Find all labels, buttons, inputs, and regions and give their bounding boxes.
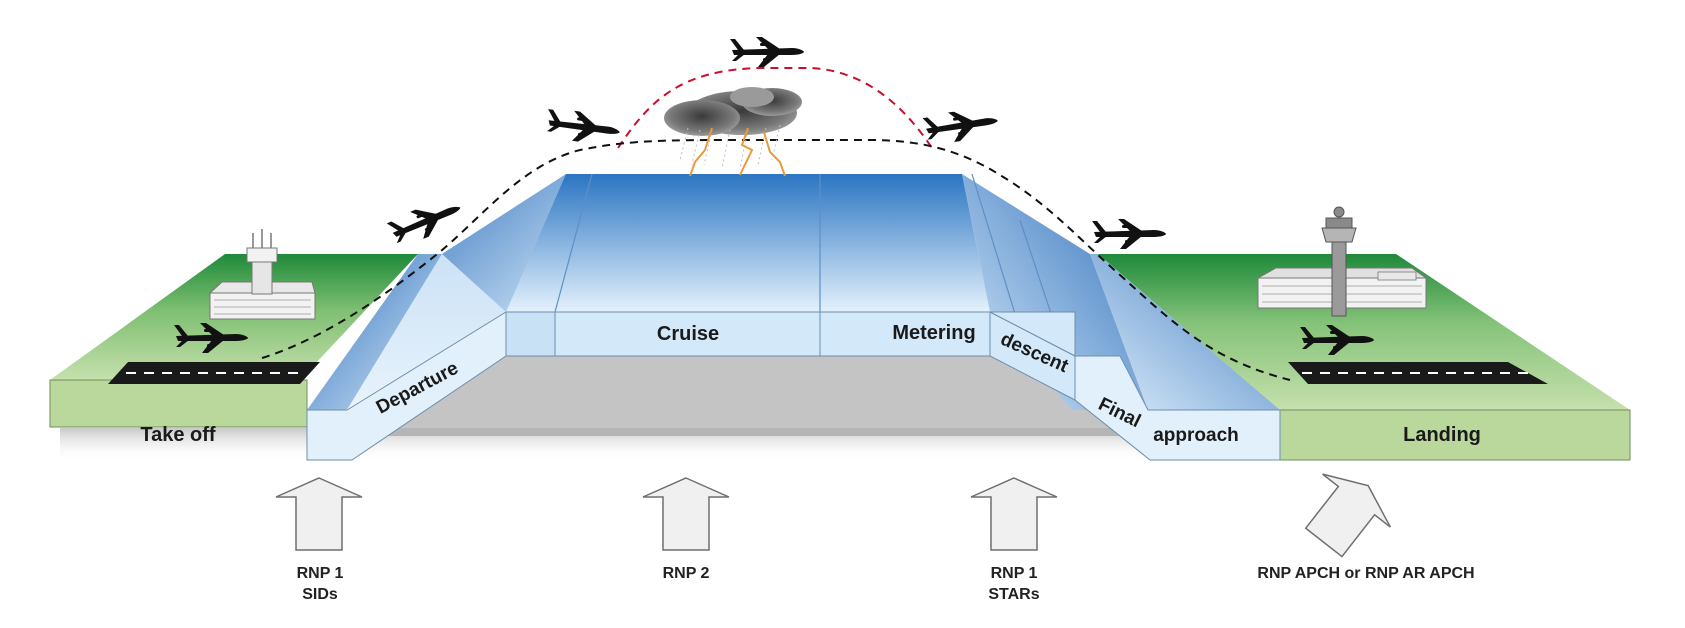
caption-line: RNP APCH or RNP AR APCH xyxy=(1257,565,1475,582)
airplane-icon xyxy=(922,105,1000,146)
approach-label: approach xyxy=(1153,425,1239,446)
landing-label: Landing xyxy=(1403,424,1481,446)
metering-label: Metering xyxy=(892,322,975,344)
storm-detour-path xyxy=(617,67,933,149)
landing-runway xyxy=(1288,362,1548,384)
rnp1-sids-caption: RNP 1 SIDs xyxy=(270,563,370,605)
rnp2-caption: RNP 2 xyxy=(636,563,736,584)
terminal-building-icon xyxy=(208,281,316,320)
descent-ramp xyxy=(962,174,1148,410)
departure-ramp xyxy=(307,254,442,410)
control-tower-icon xyxy=(1321,206,1357,317)
caption-line: RNP 1 xyxy=(990,565,1038,582)
caption-line: SIDs xyxy=(302,586,338,603)
rnp-apch-caption: RNP APCH or RNP AR APCH xyxy=(1236,563,1496,584)
thunderstorm-icon xyxy=(664,87,802,177)
cruise-label: Cruise xyxy=(657,323,719,345)
up-arrow-icon xyxy=(642,477,730,551)
up-arrow-icon xyxy=(275,477,363,551)
cruise-top xyxy=(506,174,990,312)
up-arrow-icon xyxy=(1304,473,1392,558)
airplane-icon xyxy=(386,193,466,250)
takeoff-label: Take off xyxy=(140,424,216,446)
airplane-icon xyxy=(730,37,804,67)
airplane-icon xyxy=(544,107,622,148)
takeoff-ground-front xyxy=(49,379,308,428)
base-slab xyxy=(320,334,1145,428)
caption-line: RNP 1 xyxy=(296,565,344,582)
final-approach-face xyxy=(1074,355,1281,461)
rnp1-stars-caption: RNP 1 STARs xyxy=(964,563,1064,605)
airplane-icon xyxy=(1092,219,1166,249)
control-tower-icon xyxy=(246,229,278,295)
caption-line: STARs xyxy=(988,586,1040,603)
nominal-flight-path xyxy=(261,139,1291,381)
takeoff-runway xyxy=(108,362,320,384)
caption-line: RNP 2 xyxy=(662,565,710,582)
up-arrow-icon xyxy=(970,477,1058,551)
cruise-face xyxy=(554,311,821,357)
